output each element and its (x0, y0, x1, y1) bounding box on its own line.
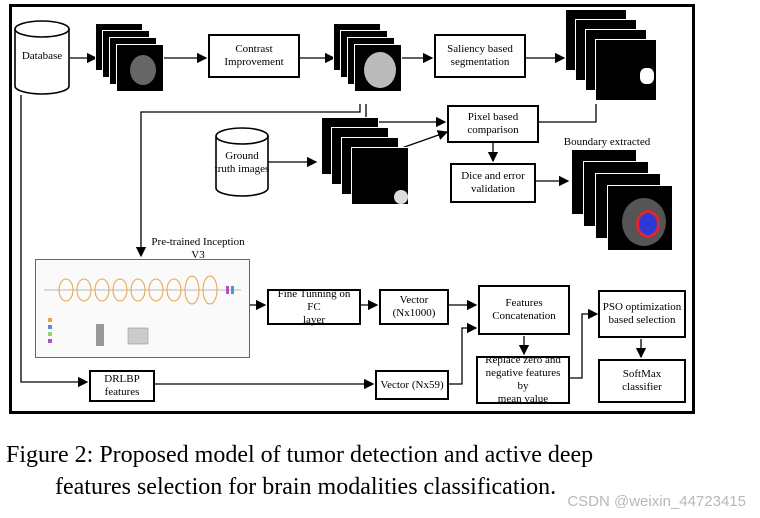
tumor-boundary-overlay (636, 210, 660, 238)
database-cylinder-icon (14, 20, 70, 95)
contrast-improvement-box: Contrast Improvement (208, 34, 300, 78)
network-architecture-icon (44, 275, 241, 346)
pixel-comparison-box: Pixel based comparison (447, 105, 539, 143)
pretrained-inception-label: Pre-trained Inception V3 (151, 236, 245, 261)
vector-59-box: Vector (Nx59) (375, 370, 449, 400)
arrow-enhanced-to-inception (135, 104, 361, 258)
ground-truth-label: Ground truth images (214, 150, 270, 175)
boundary-extracted-label: Boundary extracted (563, 136, 651, 148)
tumor-mask-blob (640, 68, 654, 84)
drlbp-features-box: DRLBP features (89, 370, 155, 402)
arrow-database-to-drlbp (20, 95, 89, 388)
csdn-watermark: CSDN @weixin_44723415 (567, 493, 746, 510)
caption-line-1: Figure 2: Proposed model of tumor detect… (6, 442, 594, 468)
fine-tuning-box: Fine Tunning on FC layer (267, 288, 361, 326)
inception-network-diagram-image (35, 259, 250, 358)
saliency-segmentation-box: Saliency based segmentation (434, 34, 526, 78)
arrow-replace-to-pso (570, 308, 599, 379)
gt-tumor-blob (394, 190, 408, 204)
softmax-classifier-box: SoftMax classifier (598, 359, 686, 403)
ground-truth-cylinder-icon (215, 127, 269, 197)
database-label: Database (21, 50, 63, 62)
replace-zero-box: Replace zero and negative features by me… (476, 354, 570, 405)
arrow-vector59-to-concat (448, 322, 478, 385)
vector-1000-box: Vector (Nx1000) (379, 289, 449, 325)
caption-line-2: features selection for brain modalities … (55, 474, 557, 500)
features-concatenation-box: Features Concatenation (478, 285, 570, 335)
dice-validation-box: Dice and error validation (450, 163, 536, 203)
pso-selection-box: PSO optimization based selection (598, 290, 686, 338)
enhanced-brain-image (364, 52, 396, 88)
arrow-segmented-to-pixel (526, 104, 597, 128)
brain-scan-image (130, 55, 156, 85)
